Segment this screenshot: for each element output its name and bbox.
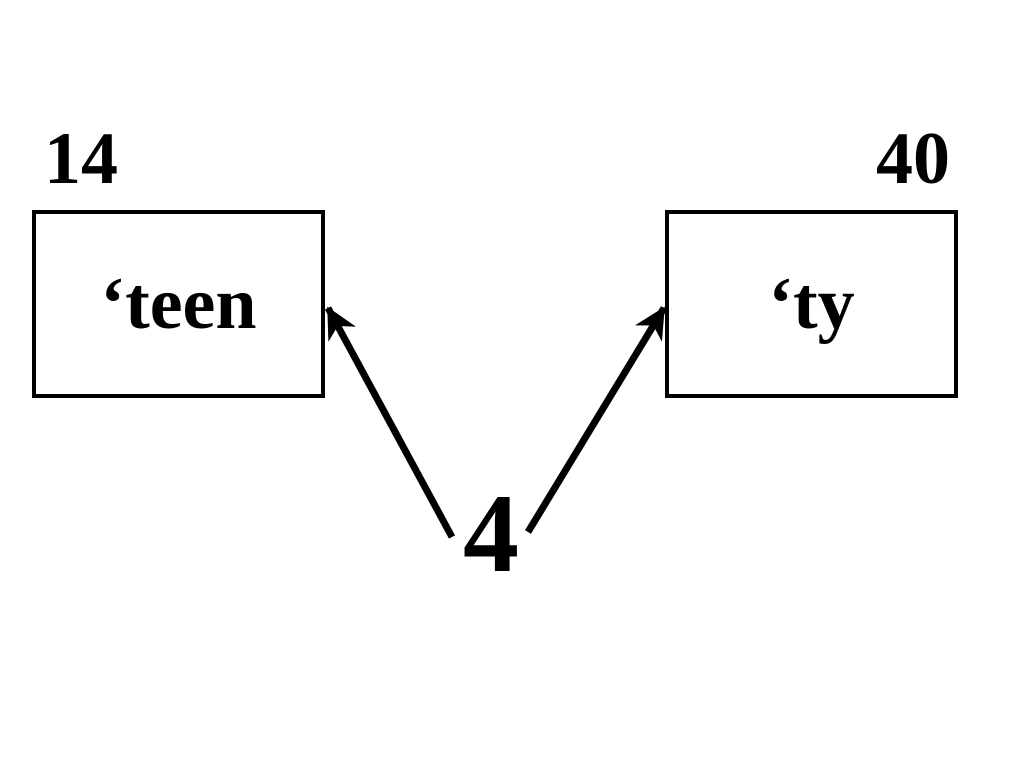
stem-number: 4 [463, 472, 519, 596]
ty-box-number-label: 40 [876, 118, 950, 200]
ty-box-text: ‘ty [768, 263, 855, 345]
teen-box-text: ‘teen [100, 263, 257, 345]
ty-box: ‘ty [665, 210, 958, 398]
teen-box: ‘teen [32, 210, 325, 398]
teen-box-number-label: 14 [44, 118, 118, 200]
